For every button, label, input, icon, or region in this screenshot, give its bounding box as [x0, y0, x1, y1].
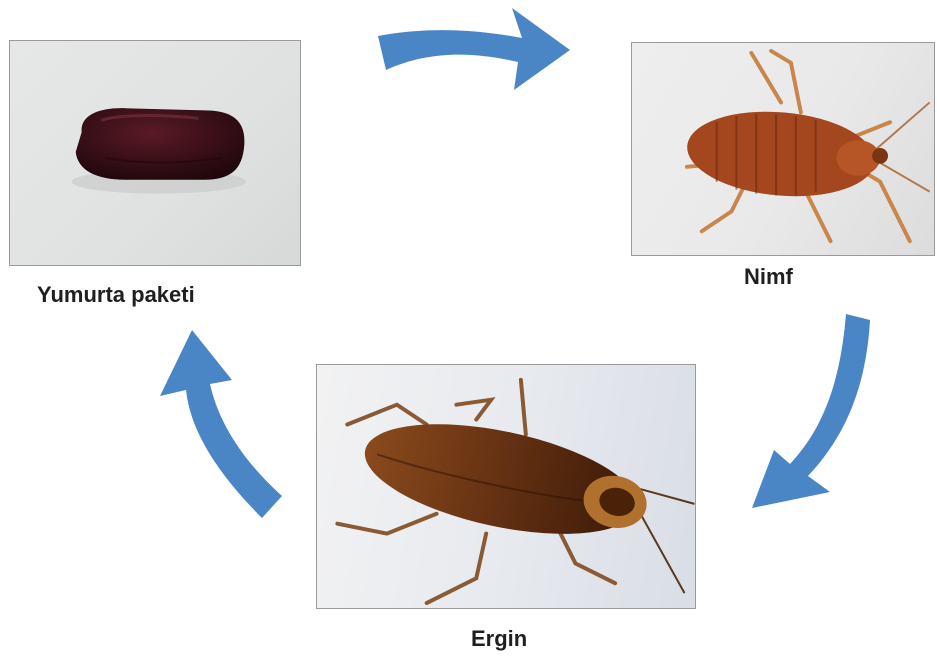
nymph-image [632, 43, 934, 255]
egg-package-label: Yumurta paketi [37, 282, 195, 308]
arrow-egg-to-nymph [378, 8, 570, 90]
arrow-adult-to-egg [160, 330, 282, 518]
adult-image [317, 365, 695, 608]
egg-package-image [10, 41, 300, 265]
egg-package-photo [9, 40, 301, 266]
nymph-label: Nimf [744, 264, 793, 290]
adult-photo [316, 364, 696, 609]
arrow-nymph-to-adult [752, 314, 870, 508]
nymph-photo [631, 42, 935, 256]
adult-label: Ergin [471, 626, 527, 652]
